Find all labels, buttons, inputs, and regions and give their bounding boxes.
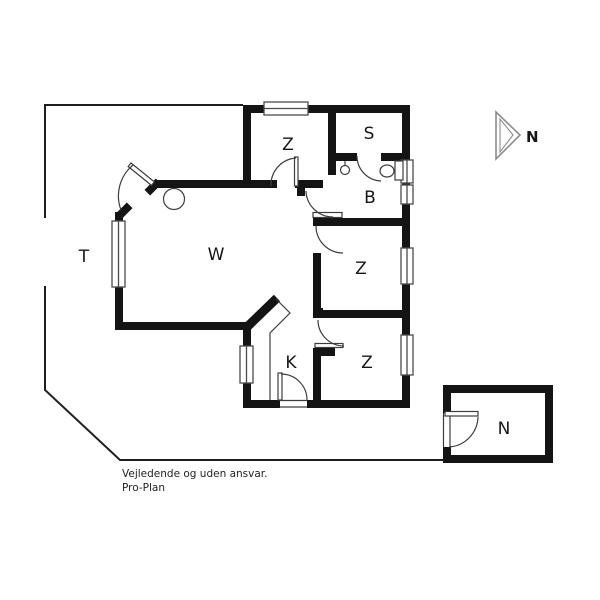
boundary-top-left <box>44 104 243 218</box>
toilet-bowl <box>379 164 395 178</box>
room-label-bathroom: B <box>364 188 376 208</box>
annex-walls <box>443 385 553 463</box>
windows <box>111 101 414 384</box>
north-arrow-outer <box>495 110 522 161</box>
annex-wall-left-lower <box>443 447 451 463</box>
toilet-tank <box>394 160 404 181</box>
wall-top <box>243 105 410 113</box>
door-arc-kitchen <box>280 373 308 401</box>
room-label-annex: N <box>498 419 511 439</box>
annex-wall-left-upper <box>443 385 451 413</box>
brand-text: Pro-Plan <box>122 482 165 494</box>
wall-kitchen-diagonal <box>241 294 281 333</box>
north-arrow-inner <box>499 117 514 154</box>
wood-stove-symbol <box>162 187 186 211</box>
wall-bedroom-mid-bot-divider <box>313 310 403 318</box>
threshold-annex-door <box>442 413 452 447</box>
door-arc-bath <box>305 190 334 218</box>
fixtures <box>162 160 404 400</box>
wall-living-west-lower <box>115 286 123 330</box>
wall-bedroom-top-south-left <box>243 180 277 188</box>
wall-living-south <box>115 322 247 330</box>
wall-bedroom-mid-bot-jamb <box>313 308 323 318</box>
kitchen-counter-outline <box>269 298 291 400</box>
compass-label: N <box>526 128 539 146</box>
door-arc-annex <box>448 416 479 448</box>
entrance-jamb-top <box>144 178 162 196</box>
room-label-terrace: T <box>78 247 90 267</box>
room-label-bedroom-bottom: Z <box>361 353 373 373</box>
door-arcs <box>117 155 479 448</box>
door-leaf-bedroom-top <box>293 156 299 187</box>
door-leaf-kitchen <box>277 372 283 401</box>
wall-bedroom-top-west <box>243 105 251 188</box>
room-label-living: W <box>208 245 225 265</box>
wall-bottom <box>243 400 410 408</box>
room-labels: Z S B W Z Z K T N <box>78 124 511 439</box>
wall-hall-bedroom-mid <box>313 253 321 318</box>
door-arc-bedroom-mid <box>315 225 344 254</box>
threshold-kitchen-door <box>280 399 307 409</box>
door-leaves <box>127 156 479 417</box>
door-leaf-annex <box>444 410 479 417</box>
property-boundary <box>44 104 443 461</box>
wall-kitchen-west-upper <box>243 322 251 349</box>
wall-bath-bedroom-mid-jamb <box>313 214 323 226</box>
entrance-jamb-bottom <box>115 202 133 220</box>
annex-wall-bottom <box>443 455 553 463</box>
door-arc-entrance <box>117 164 134 211</box>
room-label-kitchen: K <box>285 353 297 373</box>
door-leaf-entrance <box>127 162 156 187</box>
annex-wall-right <box>545 385 553 463</box>
wall-utility-bath-left <box>336 153 357 161</box>
door-arc-bedroom-top <box>270 157 297 187</box>
disclaimer-text: Vejledende og uden ansvar. <box>122 468 267 480</box>
wall-utility-bath-right <box>381 153 403 161</box>
room-label-bedroom-mid: Z <box>355 259 367 279</box>
door-thresholds <box>280 399 452 447</box>
compass <box>495 110 522 161</box>
boundary-bottom-left <box>44 286 443 461</box>
door-arc-utility <box>356 155 382 182</box>
wall-bedroom-utility-divider <box>328 105 336 175</box>
wall-kitchen-west-lower <box>243 380 251 408</box>
wall-kitchen-bedroom-divider <box>313 348 321 404</box>
door-leaf-bedroom-mid <box>312 211 343 219</box>
wall-hall-stub <box>297 188 305 196</box>
wall-living-west-upper <box>115 212 123 224</box>
wall-kitchen-bedroom-stub <box>313 348 335 356</box>
sink-symbol <box>339 164 351 176</box>
annex-wall-top <box>443 385 553 393</box>
wall-living-north <box>156 180 251 188</box>
footer-text: Vejledende og uden ansvar. Pro-Plan <box>122 468 267 494</box>
wall-bedroom-top-south-right <box>295 180 323 188</box>
room-label-bedroom-top: Z <box>282 135 294 155</box>
room-label-utility: S <box>364 124 375 144</box>
door-arc-bedroom-bottom <box>317 319 345 347</box>
wall-bath-bedroom-mid <box>313 218 403 226</box>
